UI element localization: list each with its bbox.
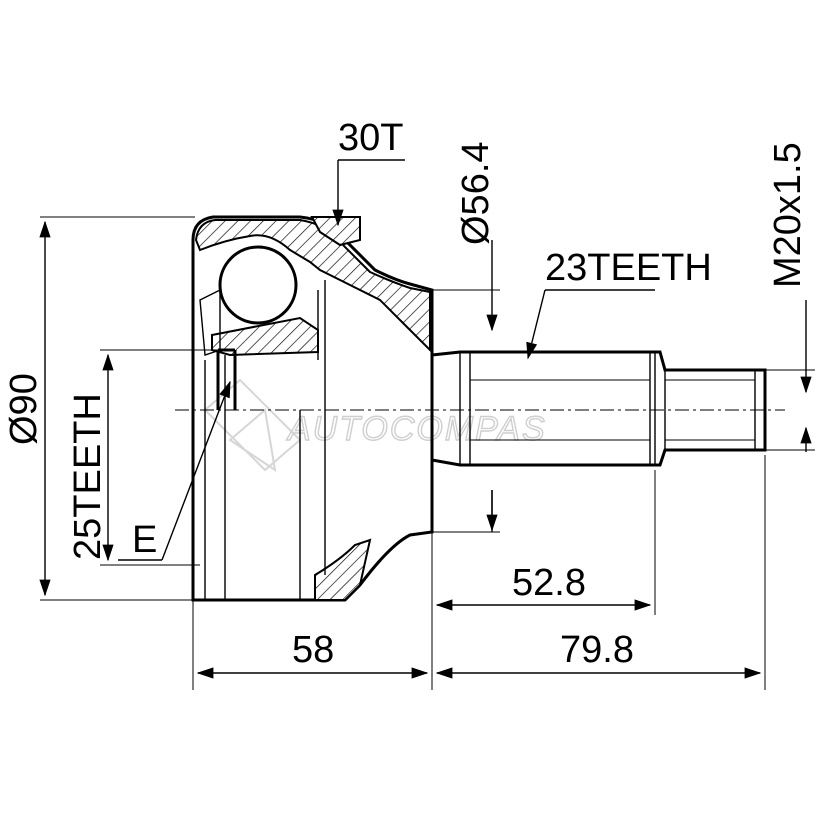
label-shaft-diameter: Ø56.4 [455, 141, 497, 245]
stub-shaft [431, 350, 767, 467]
dimension-lines [39, 159, 815, 690]
outer-race-housing [191, 215, 434, 602]
watermark-text: AUTOCOMPAS [286, 410, 547, 448]
ball [218, 245, 298, 325]
label-thread: M20x1.5 [767, 142, 809, 288]
label-inner-spline: 25TEETH [67, 393, 109, 560]
label-outer-spline: 23TEETH [545, 247, 712, 289]
label-dim-52-8: 52.8 [512, 562, 586, 604]
label-30t: 30T [338, 117, 403, 159]
label-dim-58: 58 [292, 629, 334, 671]
watermark-logo: AUTOCOMPAS [203, 378, 547, 473]
label-dim-79-8: 79.8 [560, 629, 634, 671]
dimension-labels: 30T Ø56.4 M20x1.5 23TEETH Ø90 25TEETH E … [3, 117, 809, 671]
label-detail-e: E [132, 519, 157, 561]
ball-cage [199, 245, 326, 600]
label-housing-diameter: Ø90 [3, 373, 45, 445]
